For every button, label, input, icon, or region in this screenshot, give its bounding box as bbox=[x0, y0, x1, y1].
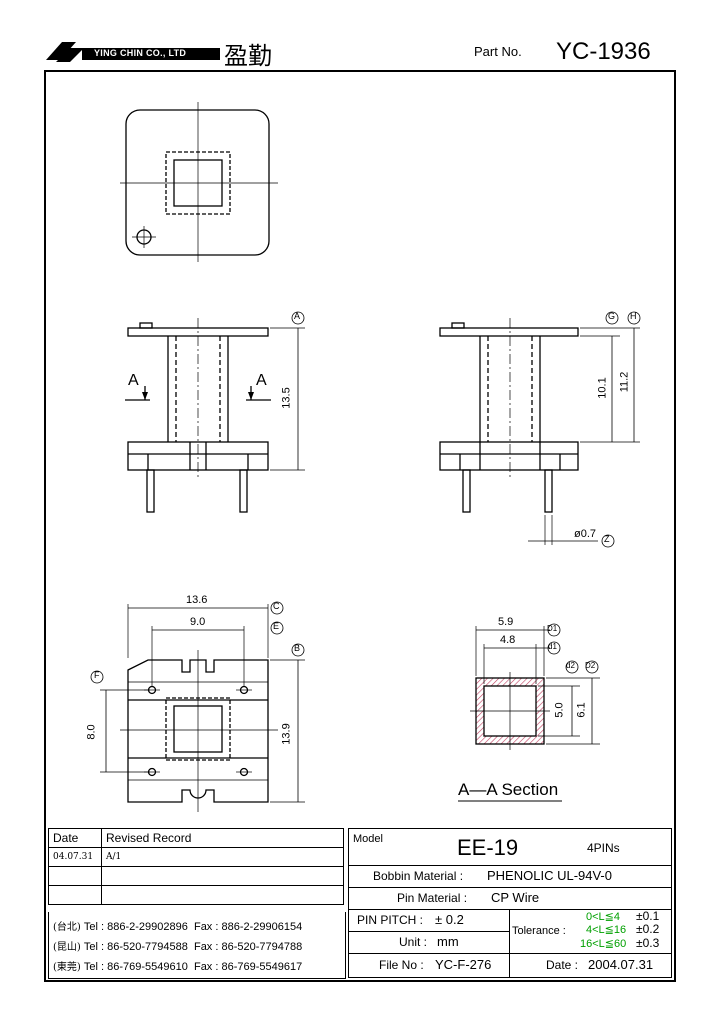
revision-col-record: Revised Record bbox=[101, 828, 344, 848]
label-z: Z bbox=[604, 534, 610, 544]
contact-loc: (台北) bbox=[53, 922, 81, 933]
dim-sec-inner-w: 4.8 bbox=[500, 634, 516, 646]
revision-record bbox=[101, 866, 344, 886]
pins-value: 4PINs bbox=[587, 841, 620, 855]
tol-3-range: 16<L≦60 bbox=[580, 938, 627, 950]
tolerance-block: Tolerance : 0<L≦4 ±0.1 4<L≦16 ±0.2 16<L≦… bbox=[510, 909, 671, 954]
label-d1-lower: d1 bbox=[548, 642, 557, 651]
bobbin-value: PHENOLIC UL-94V-0 bbox=[487, 868, 612, 883]
tol-2-value: ±0.2 bbox=[636, 922, 660, 936]
label-e: E bbox=[273, 621, 280, 631]
file-value: YC-F-276 bbox=[435, 957, 492, 972]
dim-side-g: 10.1 bbox=[596, 377, 609, 399]
revision-col-date: Date bbox=[48, 828, 102, 848]
contact-tel: Tel : 86-769-5549610 bbox=[83, 961, 188, 973]
tolerance-label: Tolerance : bbox=[512, 925, 566, 937]
pitch-label: PIN PITCH : bbox=[357, 913, 424, 927]
dim-pin-dia: ø0.7 bbox=[574, 528, 597, 540]
unit-row: Unit : mm bbox=[349, 931, 510, 954]
section-title: A—A Section bbox=[458, 780, 559, 799]
revision-record: A/1 bbox=[101, 847, 344, 867]
section-view bbox=[458, 626, 600, 802]
contact-fax: Fax : 86-520-7794788 bbox=[193, 941, 303, 953]
dim-sec-inner-h: 5.0 bbox=[553, 702, 566, 718]
logo-mark bbox=[46, 42, 220, 62]
company-logo: YING CHIN CO., LTD bbox=[42, 38, 222, 66]
label-d2-lower: d2 bbox=[566, 661, 575, 670]
company-name-cn: 盈勤 bbox=[224, 42, 272, 70]
pin-mat-label: Pin Material : bbox=[397, 891, 468, 905]
bottom-view bbox=[100, 604, 305, 812]
label-f: F bbox=[94, 670, 100, 680]
bobbin-label: Bobbin Material : bbox=[373, 869, 464, 883]
dim-bottom-pitch: 9.0 bbox=[190, 616, 206, 628]
revision-date bbox=[48, 866, 102, 886]
top-view bbox=[120, 102, 278, 262]
contact-tel: Tel : 886-2-29902896 bbox=[83, 921, 188, 933]
cut-label-left: A bbox=[128, 372, 139, 389]
contact-loc: (昆山) bbox=[53, 942, 81, 953]
revision-table: Date Revised Record 04.07.31 A/1 bbox=[48, 828, 344, 905]
pitch-row: PIN PITCH : ± 0.2 bbox=[349, 909, 510, 932]
table-row bbox=[48, 885, 344, 905]
label-g: G bbox=[608, 311, 616, 321]
dim-side-height: 13.5 bbox=[280, 387, 293, 409]
label-a: A bbox=[294, 311, 301, 321]
bobbin-row: Bobbin Material : PHENOLIC UL-94V-0 bbox=[349, 865, 671, 888]
date-value: 2004.07.31 bbox=[588, 957, 654, 972]
tol-2-range: 4<L≦16 bbox=[586, 924, 627, 936]
unit-label: Unit : bbox=[399, 935, 428, 949]
dim-side-h: 11.2 bbox=[618, 371, 631, 393]
side-view-right bbox=[439, 318, 640, 545]
pin-material-row: Pin Material : CP Wire bbox=[349, 887, 671, 910]
spec-block: Model EE-19 4PINs Bobbin Material : PHEN… bbox=[348, 828, 672, 978]
unit-value: mm bbox=[437, 934, 459, 949]
contact-tel: Tel : 86-520-7794588 bbox=[83, 941, 188, 953]
revision-date: 04.07.31 bbox=[48, 847, 102, 867]
label-h: H bbox=[630, 311, 637, 321]
part-no-label: Part No. bbox=[474, 44, 522, 59]
contact-fax: Fax : 886-2-29906154 bbox=[193, 921, 303, 933]
dim-bottom-width: 13.6 bbox=[186, 594, 208, 606]
model-value: EE-19 bbox=[457, 835, 519, 860]
revision-header-row: Date Revised Record bbox=[48, 828, 344, 848]
model-row: Model EE-19 4PINs bbox=[349, 829, 671, 866]
table-row: 04.07.31 A/1 bbox=[48, 847, 344, 867]
model-label: Model bbox=[353, 833, 383, 845]
table-row bbox=[48, 866, 344, 886]
date-label: Date : bbox=[546, 958, 579, 972]
contact-loc: (東莞) bbox=[53, 962, 81, 973]
file-row: File No : YC-F-276 bbox=[349, 953, 510, 977]
pitch-value: ± 0.2 bbox=[435, 912, 464, 927]
company-name-en: YING CHIN CO., LTD bbox=[94, 48, 187, 58]
pin-mat-value: CP Wire bbox=[491, 890, 540, 905]
contact-row: (東莞) Tel : 86-769-5549610 Fax : 86-769-5… bbox=[53, 958, 302, 973]
date-row: Date : 2004.07.31 bbox=[510, 953, 671, 977]
tol-1-range: 0<L≦4 bbox=[586, 911, 620, 923]
drawing-frame bbox=[44, 70, 676, 982]
contact-row: (台北) Tel : 886-2-29902896 Fax : 886-2-29… bbox=[53, 918, 302, 933]
part-no-value: YC-1936 bbox=[556, 38, 651, 65]
contact-fax: Fax : 86-769-5549617 bbox=[193, 961, 303, 973]
label-d2-upper: D2 bbox=[585, 661, 596, 670]
tol-1-value: ±0.1 bbox=[636, 909, 660, 923]
contact-block: (台北) Tel : 886-2-29902896 Fax : 886-2-29… bbox=[48, 912, 346, 979]
revision-date bbox=[48, 885, 102, 905]
label-d1-upper: D1 bbox=[547, 624, 558, 633]
label-c: C bbox=[273, 601, 280, 611]
dim-bottom-height: 13.9 bbox=[280, 723, 293, 745]
cut-label-right: A bbox=[256, 372, 267, 389]
contact-row: (昆山) Tel : 86-520-7794588 Fax : 86-520-7… bbox=[53, 938, 302, 953]
dim-sec-outer-h: 6.1 bbox=[575, 702, 588, 718]
side-view-left bbox=[125, 318, 305, 513]
label-b: B bbox=[294, 643, 301, 653]
tol-3-value: ±0.3 bbox=[636, 936, 660, 950]
file-label: File No : bbox=[379, 958, 424, 972]
revision-record bbox=[101, 885, 344, 905]
dim-sec-outer-w: 5.9 bbox=[498, 616, 514, 628]
dim-bottom-f: 8.0 bbox=[85, 724, 98, 740]
